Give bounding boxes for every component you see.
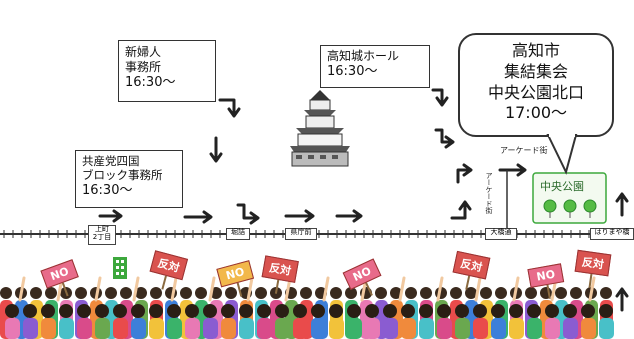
route-arrow-6 <box>284 209 315 223</box>
gathering-callout: 高知市 集結集会 中央公園北口 17:00〜 <box>458 33 614 137</box>
route-arrow-11 <box>456 163 473 184</box>
placard-text: 反対 <box>261 255 299 283</box>
kyosanto-box: 共産党四国 ブロック事務所 16:30〜 <box>75 150 183 208</box>
route-arrow-1 <box>98 209 123 223</box>
placard-stick <box>546 284 551 299</box>
route-arrow-13 <box>615 192 629 217</box>
station-kamimachi: 上町 2丁目 <box>88 225 116 245</box>
placard: 反対 <box>573 249 612 290</box>
castle-icon <box>290 90 350 167</box>
route-arrow-5 <box>236 203 260 225</box>
placard-stick <box>588 273 593 288</box>
kochijo-hall-box: 高知城ホール 16:30〜 <box>320 45 430 88</box>
park-label: 中央公園 <box>540 180 584 193</box>
route-arrow-4 <box>218 98 241 118</box>
route-arrow-3 <box>209 136 223 163</box>
route-arrow-7 <box>335 209 363 223</box>
station-marker <box>113 257 127 279</box>
placard: 反対 <box>259 255 299 296</box>
route-arrow-2 <box>183 210 213 224</box>
placard-stick <box>161 275 167 290</box>
station-3: 県庁前 <box>285 228 317 240</box>
placard-stick <box>465 275 471 290</box>
route-arrow-8 <box>431 88 449 107</box>
placard-stick <box>274 279 280 294</box>
route-arrow-14 <box>615 287 629 312</box>
placard-stick <box>61 282 69 297</box>
station-harimayabashi: はりまや橋 <box>590 228 634 240</box>
route-arrow-12 <box>498 163 527 177</box>
arcade-label-vertical: アーケード街 <box>485 172 493 214</box>
shinfujin-box: 新婦人 事務所 16:30〜 <box>118 40 216 102</box>
crowd-illustration <box>0 276 614 339</box>
placard-stick <box>365 282 373 296</box>
arcade-label-top: アーケード街 <box>500 146 548 155</box>
placard: NO <box>527 263 566 301</box>
route-arrow-10 <box>450 200 472 220</box>
route-arrow-9 <box>434 128 455 149</box>
station-daikaku: 大橋通 <box>485 228 517 240</box>
placard-stick <box>236 282 243 297</box>
placard-text: 反対 <box>574 249 612 277</box>
central-park <box>532 172 607 224</box>
station-2: 堀詰 <box>226 228 250 240</box>
